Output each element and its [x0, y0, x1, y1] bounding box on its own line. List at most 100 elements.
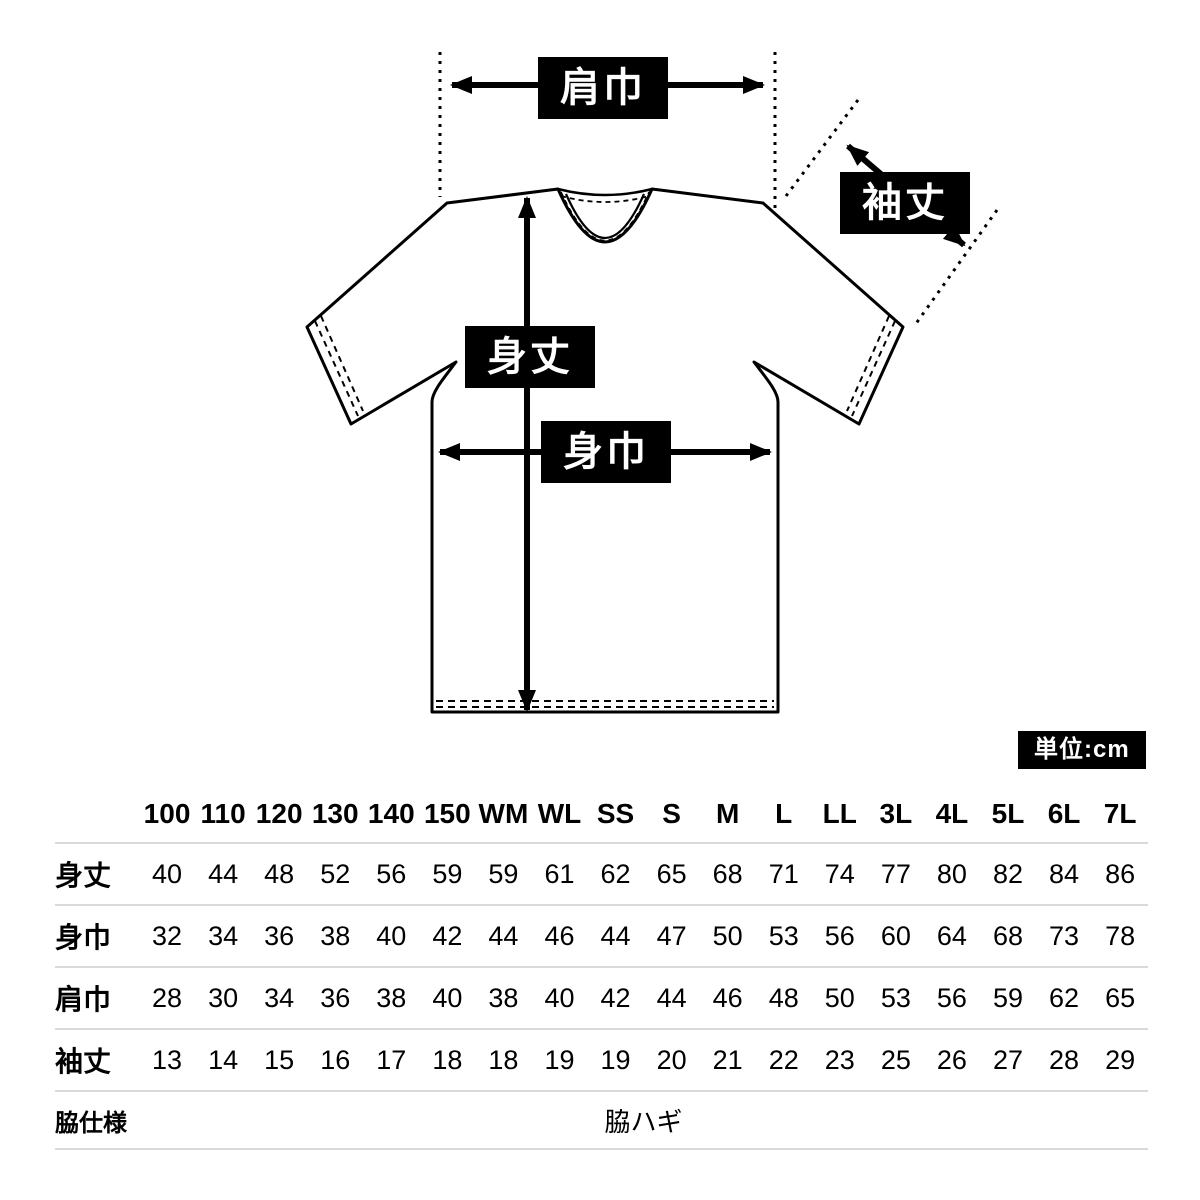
measurement-value: 44 — [656, 982, 687, 1013]
sleeve-length-label: 袖丈 — [840, 172, 970, 234]
body-width-label: 身巾 — [541, 421, 671, 483]
size-header-cell: 120 — [255, 798, 303, 829]
measurement-value: 36 — [264, 920, 295, 951]
measurement-value: 30 — [208, 982, 239, 1013]
measurement-value: 28 — [152, 982, 183, 1013]
measurement-value: 53 — [880, 982, 911, 1013]
measurement-value: 82 — [992, 858, 1023, 889]
size-header-cell: 4L — [935, 798, 969, 829]
measurement-value: 38 — [488, 982, 519, 1013]
measurement-value: 59 — [992, 982, 1023, 1013]
measurement-value: 65 — [1105, 982, 1136, 1013]
size-header-cell: WL — [537, 798, 582, 829]
measurement-value: 38 — [320, 920, 351, 951]
measurement-value: 32 — [152, 920, 183, 951]
measurement-value: 44 — [208, 858, 239, 889]
measurement-value: 28 — [1049, 1044, 1080, 1075]
measurement-value: 13 — [152, 1044, 183, 1075]
measurement-value: 14 — [208, 1044, 239, 1075]
size-header-cell: 100 — [143, 798, 191, 829]
unit-badge: 単位:cm — [1018, 731, 1146, 769]
size-header-cell: 6L — [1047, 798, 1081, 829]
measurement-value: 20 — [656, 1044, 687, 1075]
measurement-value: 50 — [712, 920, 743, 951]
measurement-value: 61 — [544, 858, 575, 889]
measurement-value: 27 — [992, 1044, 1023, 1075]
side-spec-value: 脇ハギ — [604, 1106, 683, 1137]
measurement-value: 38 — [376, 982, 407, 1013]
size-header-cell: LL — [822, 798, 857, 829]
size-header-cell: L — [775, 798, 793, 829]
size-header-cell: SS — [596, 798, 635, 829]
measurement-value: 48 — [264, 858, 295, 889]
extension-lines — [438, 52, 999, 326]
measurement-value: 34 — [264, 982, 295, 1013]
measurement-value: 80 — [936, 858, 967, 889]
measurement-value: 74 — [824, 858, 855, 889]
size-header-cell: 3L — [879, 798, 913, 829]
measurement-value: 59 — [432, 858, 463, 889]
measurement-value: 23 — [824, 1044, 855, 1075]
measurement-value: 44 — [600, 920, 631, 951]
measurement-value: 25 — [880, 1044, 911, 1075]
measurement-value: 56 — [376, 858, 407, 889]
measurement-value: 73 — [1049, 920, 1080, 951]
measurement-value: 50 — [824, 982, 855, 1013]
measurement-value: 19 — [600, 1044, 631, 1075]
side-spec-row: 脇仕様 脇ハギ — [55, 1090, 1148, 1150]
measurement-value: 46 — [544, 920, 575, 951]
shoulder-width-label: 肩巾 — [538, 57, 668, 119]
measurement-value: 15 — [264, 1044, 295, 1075]
measurement-value: 64 — [936, 920, 967, 951]
size-header-cell: 150 — [423, 798, 471, 829]
size-header-cell: 7L — [1103, 798, 1137, 829]
measurement-value: 68 — [992, 920, 1023, 951]
measurement-value: 53 — [768, 920, 799, 951]
measurement-value: 47 — [656, 920, 687, 951]
measurement-value: 22 — [768, 1044, 799, 1075]
size-header-cell: S — [662, 798, 681, 829]
measurement-value: 46 — [712, 982, 743, 1013]
measurement-row-label: 身巾 — [55, 922, 112, 953]
measurement-value: 42 — [432, 920, 463, 951]
measurement-value: 40 — [544, 982, 575, 1013]
measurement-value: 18 — [488, 1044, 519, 1075]
size-header-cell: WM — [478, 798, 529, 829]
measurement-value: 62 — [600, 858, 631, 889]
measurement-value: 65 — [656, 858, 687, 889]
measurement-value: 18 — [432, 1044, 463, 1075]
measurement-value: 86 — [1105, 858, 1136, 889]
measurement-value: 29 — [1105, 1044, 1136, 1075]
size-header-cell: 130 — [311, 798, 359, 829]
measurement-value: 19 — [544, 1044, 575, 1075]
measurement-value: 56 — [824, 920, 855, 951]
size-header-cell: M — [715, 798, 740, 829]
measurement-value: 56 — [936, 982, 967, 1013]
measurement-value: 71 — [768, 858, 799, 889]
measurement-value: 26 — [936, 1044, 967, 1075]
side-spec-label: 脇仕様 — [55, 1109, 127, 1137]
measurement-value: 21 — [712, 1044, 743, 1075]
measurement-value: 59 — [488, 858, 519, 889]
measurement-value: 62 — [1049, 982, 1080, 1013]
measurement-value: 36 — [320, 982, 351, 1013]
measurement-value: 52 — [320, 858, 351, 889]
measurement-value: 78 — [1105, 920, 1136, 951]
measurement-row-label: 身丈 — [55, 860, 112, 891]
measurement-value: 60 — [880, 920, 911, 951]
measurement-value: 17 — [376, 1044, 407, 1075]
sleeve-top-extension-line — [784, 99, 860, 197]
measurement-value: 68 — [712, 858, 743, 889]
measurement-value: 77 — [880, 858, 911, 889]
measurement-value: 40 — [152, 858, 183, 889]
measurement-value: 16 — [320, 1044, 351, 1075]
size-header-cell: 110 — [200, 798, 246, 829]
body-length-label: 身丈 — [465, 326, 595, 388]
